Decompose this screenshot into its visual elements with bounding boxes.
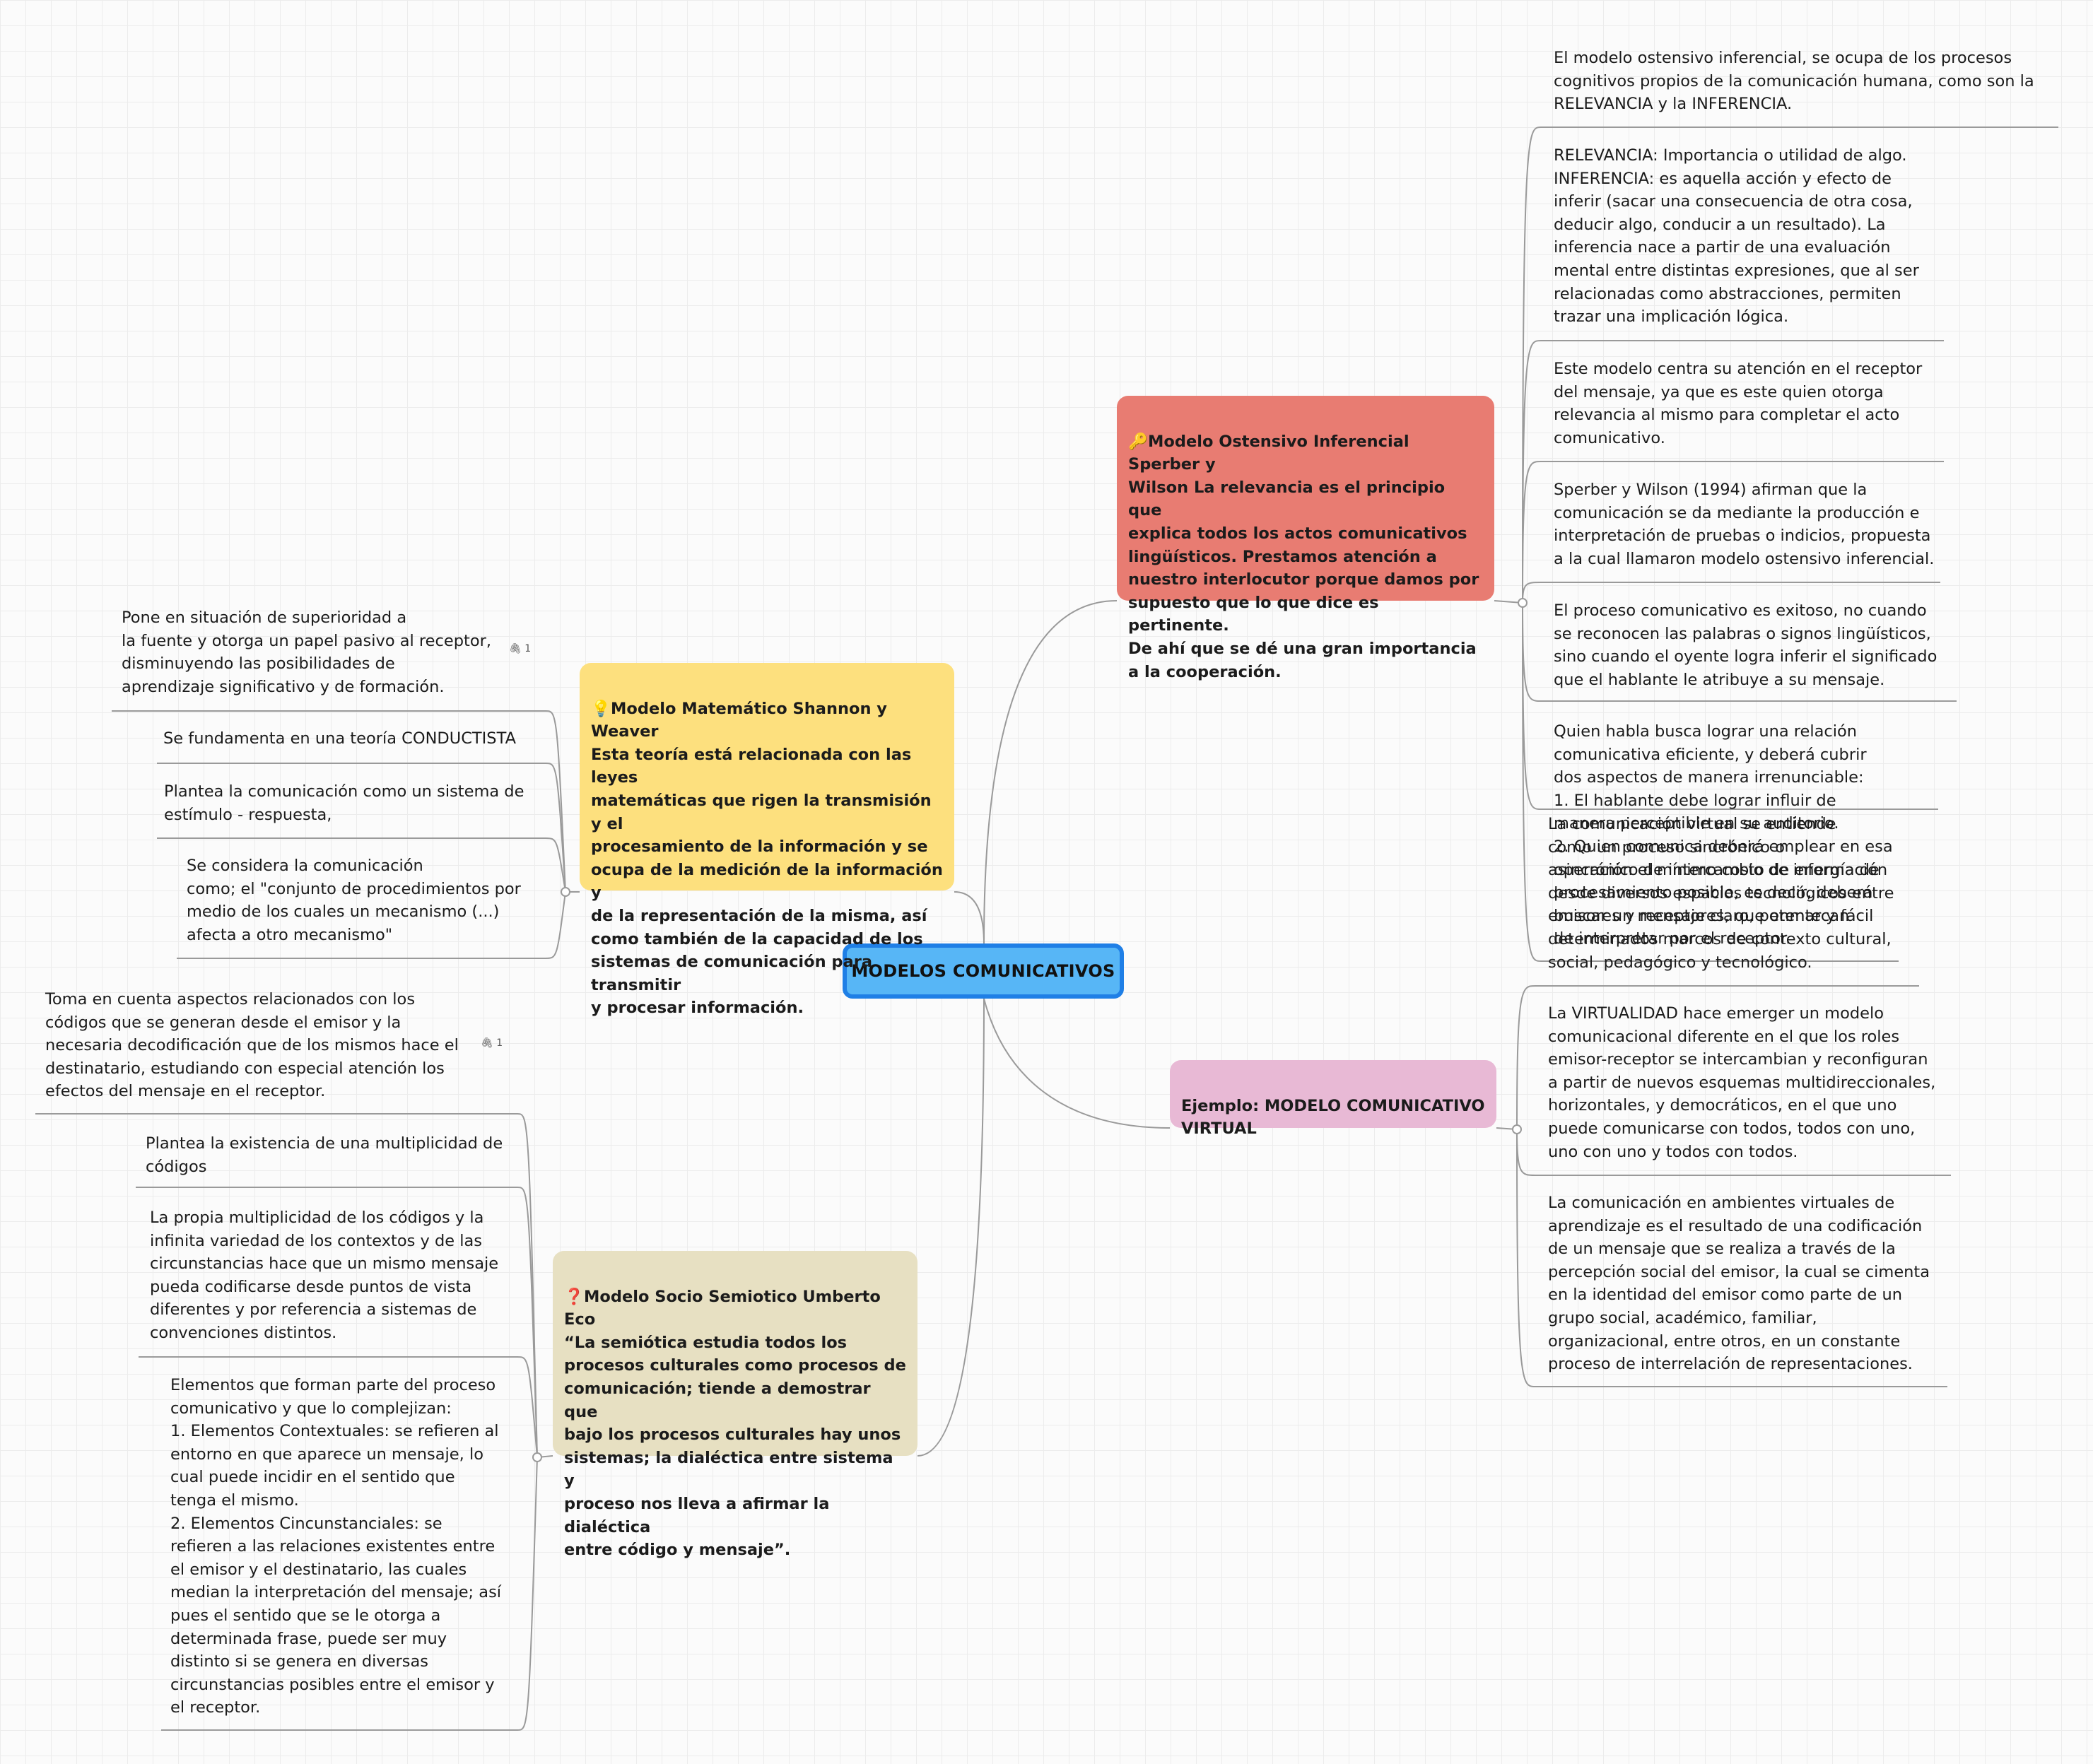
topic-matematico[interactable]: 💡Modelo Matemático Shannon y Weaver Esta… — [580, 663, 954, 1017]
ostensivo-collapse-toggle[interactable] — [1518, 598, 1528, 608]
link-central-matematico — [954, 891, 985, 944]
link-central-eco — [917, 998, 985, 1457]
topic-ostensivo-text: Modelo Ostensivo Inferencial Sperber y W… — [1128, 432, 1479, 681]
leaf-eco-3[interactable]: La propia multiplicidad de los códigos y… — [150, 1209, 499, 1342]
leaf-matematico-4[interactable]: Se considera la comunicación como; el "c… — [187, 857, 521, 944]
paperclip-icon: 🖇 — [509, 643, 522, 654]
link-ostensivo-joint — [1494, 600, 1523, 604]
leaf-ostensivo-4[interactable]: Sperber y Wilson (1994) afirman que la c… — [1554, 481, 1935, 568]
leaf-eco-2[interactable]: Plantea la existencia de una multiplicid… — [146, 1134, 503, 1176]
lightbulb-icon: 💡 — [591, 699, 611, 718]
topic-matematico-text: Modelo Matemático Shannon y Weaver Esta … — [591, 699, 943, 1018]
leaf-ostensivo-1[interactable]: El modelo ostensivo inferencial, se ocup… — [1554, 49, 2034, 114]
topic-socio-semiotico-eco[interactable]: ❓Modelo Socio Semiotico Umberto Eco “La … — [553, 1251, 917, 1559]
question-icon: ❓ — [564, 1287, 585, 1306]
leaf-ostensivo-7[interactable]: La comunicación virtual se entiende como… — [1548, 815, 1894, 972]
link-central-ostensivo — [983, 600, 1118, 944]
topic-ostensivo-inferencial[interactable]: 🔑Modelo Ostensivo Inferencial Sperber y … — [1117, 396, 1494, 681]
leaf-matematico-1[interactable]: Pone en situación de superioridad a la f… — [122, 608, 492, 696]
attachment-badge[interactable]: 🖇 1 — [509, 643, 531, 654]
topic-modelo-virtual[interactable]: Ejemplo: MODELO COMUNICATIVO VIRTUAL — [1170, 1060, 1496, 1138]
topic-virtual-text: Ejemplo: MODELO COMUNICATIVO VIRTUAL — [1181, 1096, 1485, 1139]
attachment-badge[interactable]: 🖇 1 — [481, 1037, 503, 1049]
paperclip-icon: 🖇 — [481, 1037, 493, 1049]
leaf-eco-1[interactable]: Toma en cuenta aspectos relacionados con… — [45, 990, 459, 1101]
leaf-ostensivo-6[interactable]: Quien habla busca lograr una relación co… — [1554, 722, 1893, 948]
matematico-collapse-toggle[interactable] — [561, 887, 570, 897]
central-topic[interactable]: MODELOS COMUNICATIVOS — [843, 943, 1124, 999]
virtual-collapse-toggle[interactable] — [1512, 1124, 1522, 1134]
link-eco-joint — [537, 1455, 553, 1458]
link-central-virtual — [983, 998, 1171, 1129]
attachment-count: 1 — [496, 1037, 503, 1049]
topic-eco-text: Modelo Socio Semiotico Umberto Eco “La s… — [564, 1287, 906, 1560]
central-topic-label: MODELOS COMUNICATIVOS — [851, 961, 1115, 981]
leaf-virtual-1[interactable]: La VIRTUALIDAD hace emerger un modelo co… — [1548, 1004, 1936, 1161]
attachment-count: 1 — [524, 643, 532, 654]
leaf-ostensivo-5[interactable]: El proceso comunicativo es exitoso, no c… — [1554, 601, 1937, 689]
leaf-ostensivo-3[interactable]: Este modelo centra su atención en el rec… — [1554, 360, 1923, 447]
link-virtual-joint — [1496, 1127, 1518, 1130]
leaf-matematico-2[interactable]: Se fundamenta en una teoría CONDUCTISTA — [163, 729, 516, 748]
leaf-matematico-3[interactable]: Plantea la comunicación como un sistema … — [164, 782, 524, 824]
leaf-eco-4[interactable]: Elementos que forman parte del proceso c… — [170, 1376, 502, 1717]
key-icon: 🔑 — [1128, 432, 1149, 451]
leaf-virtual-2[interactable]: La comunicación en ambientes virtuales d… — [1548, 1194, 1930, 1374]
leaf-ostensivo-2[interactable]: RELEVANCIA: Importancia o utilidad de al… — [1554, 146, 1919, 327]
